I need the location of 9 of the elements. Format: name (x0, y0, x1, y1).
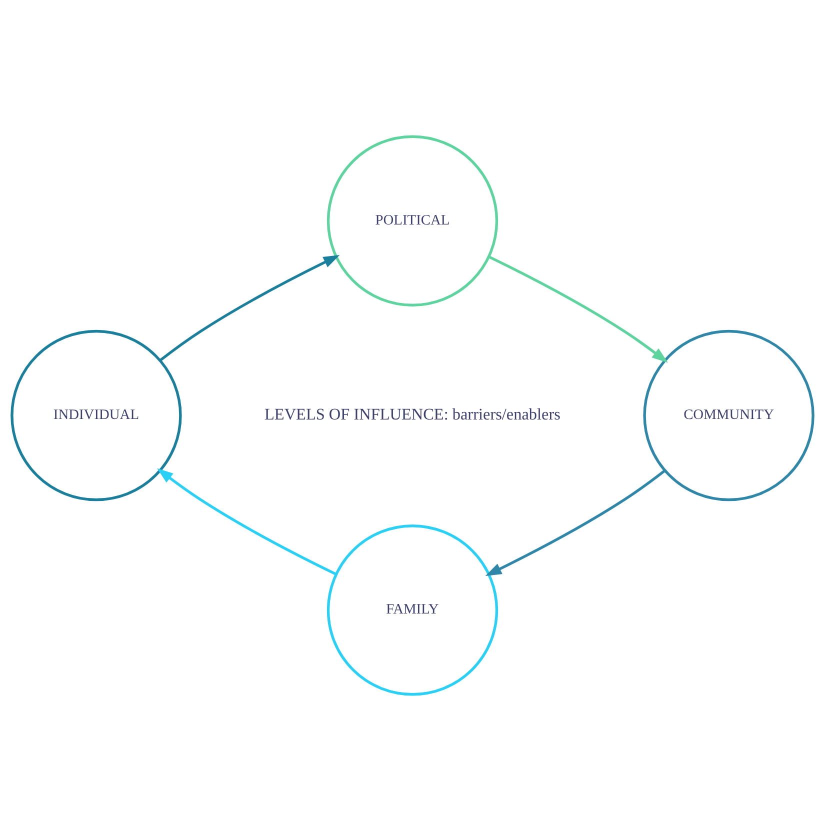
node-circle: FAMILY (326, 524, 498, 696)
arrow (157, 468, 337, 575)
node-circle: INDIVIDUAL (10, 329, 182, 501)
label: LEVELS OF INFLUENCE: barriers/enablers (264, 404, 560, 423)
node-circle: POLITICAL (326, 134, 498, 306)
arrow (488, 255, 668, 362)
node-circle: COMMUNITY (643, 329, 814, 501)
arrow (485, 469, 666, 576)
arrow (159, 254, 340, 361)
